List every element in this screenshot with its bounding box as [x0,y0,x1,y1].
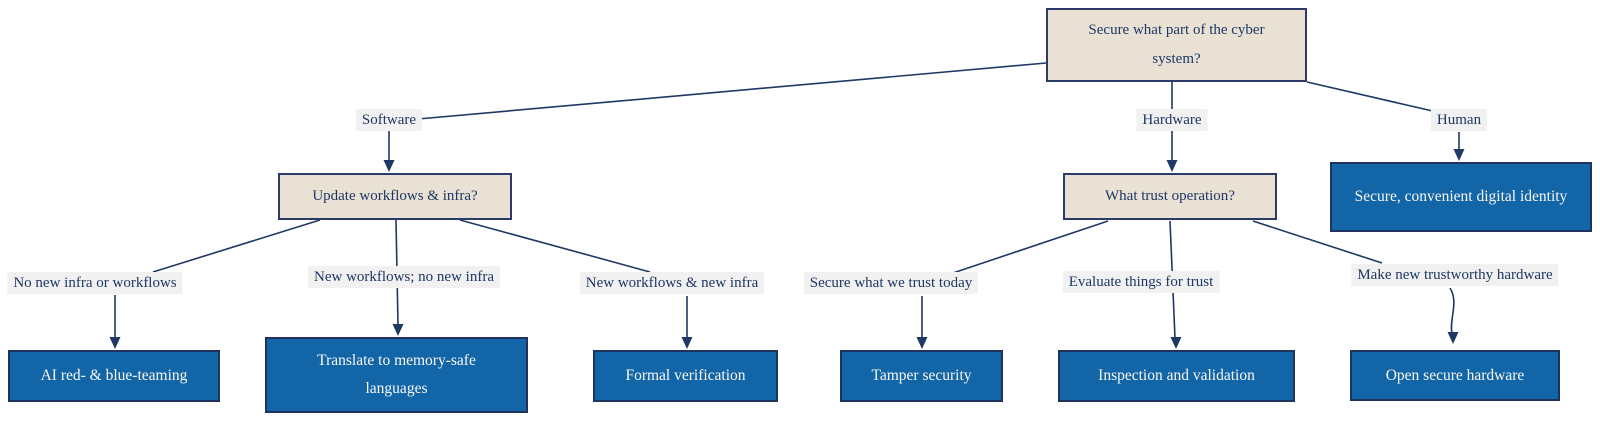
node-hardware-question: What trust operation? [1063,173,1277,220]
branch-label-human: Human [1430,109,1488,131]
leaf-tamper-security-text: Tamper security [871,367,972,384]
leaf-open-secure-hardware-text: Open secure hardware [1385,366,1525,384]
leaf-digital-identity-text: Secure, convenient digital identity [1354,188,1568,205]
edge-swq-new-both [459,219,651,273]
software-question-text: Update workflows & infra? [312,188,478,204]
condition-label-new-both: New workflows & new infra [579,272,765,294]
root-question-text: Secure what part of the cyber system? [1088,22,1265,67]
condition-label-evaluate-trust: Evaluate things for trust [1062,271,1220,293]
arrowhead-formal [681,337,693,349]
arrowhead-tamper [916,337,928,349]
leaf-translate-memory-safe: Translate to memory-safe languages [265,337,528,413]
arrowhead-inspection [1170,337,1182,349]
condition-label-new-workflows: New workflows; no new infra [308,266,500,288]
leaf-formal-verification-text: Formal verification [625,367,746,384]
leaf-inspection-validation-text: Inspection and validation [1098,367,1255,384]
arrowhead-open-hw [1447,332,1459,344]
branch-label-software: Software [355,109,423,131]
edge-hwq-secure-today [952,220,1109,274]
leaf-ai-teaming-text: AI red- & blue-teaming [40,367,188,384]
hardware-question-text: What trust operation? [1105,188,1235,204]
edge-swq-no-new [152,219,321,273]
edge-make-new-open [1449,287,1455,334]
node-software-question: Update workflows & infra? [278,173,512,220]
arrowhead-human-identity [1453,149,1465,161]
leaf-translate-memory-safe-text: Translate to memory-safe languages [317,352,476,397]
branch-label-hardware: Hardware [1136,109,1208,131]
leaf-open-secure-hardware: Open secure hardware [1350,350,1560,401]
arrowhead-software-question [383,160,395,172]
condition-label-secure-today: Secure what we trust today [803,272,979,294]
condition-label-no-new-infra: No new infra or workflows [7,272,183,294]
leaf-digital-identity: Secure, convenient digital identity [1330,162,1592,232]
edge-hwq-make-new [1252,220,1383,264]
edge-root-human [1306,81,1438,113]
arrowhead-hardware-question [1166,160,1178,172]
arrowhead-translate [392,324,404,336]
leaf-formal-verification: Formal verification [593,350,778,402]
condition-label-make-new-hw: Make new trustworthy hardware [1351,264,1559,286]
arrowhead-ai [109,337,121,349]
leaf-ai-teaming: AI red- & blue-teaming [8,350,220,402]
leaf-tamper-security: Tamper security [840,350,1003,402]
node-root-question: Secure what part of the cyber system? [1046,8,1307,82]
leaf-inspection-validation: Inspection and validation [1058,350,1295,402]
edge-root-software [417,62,1047,120]
